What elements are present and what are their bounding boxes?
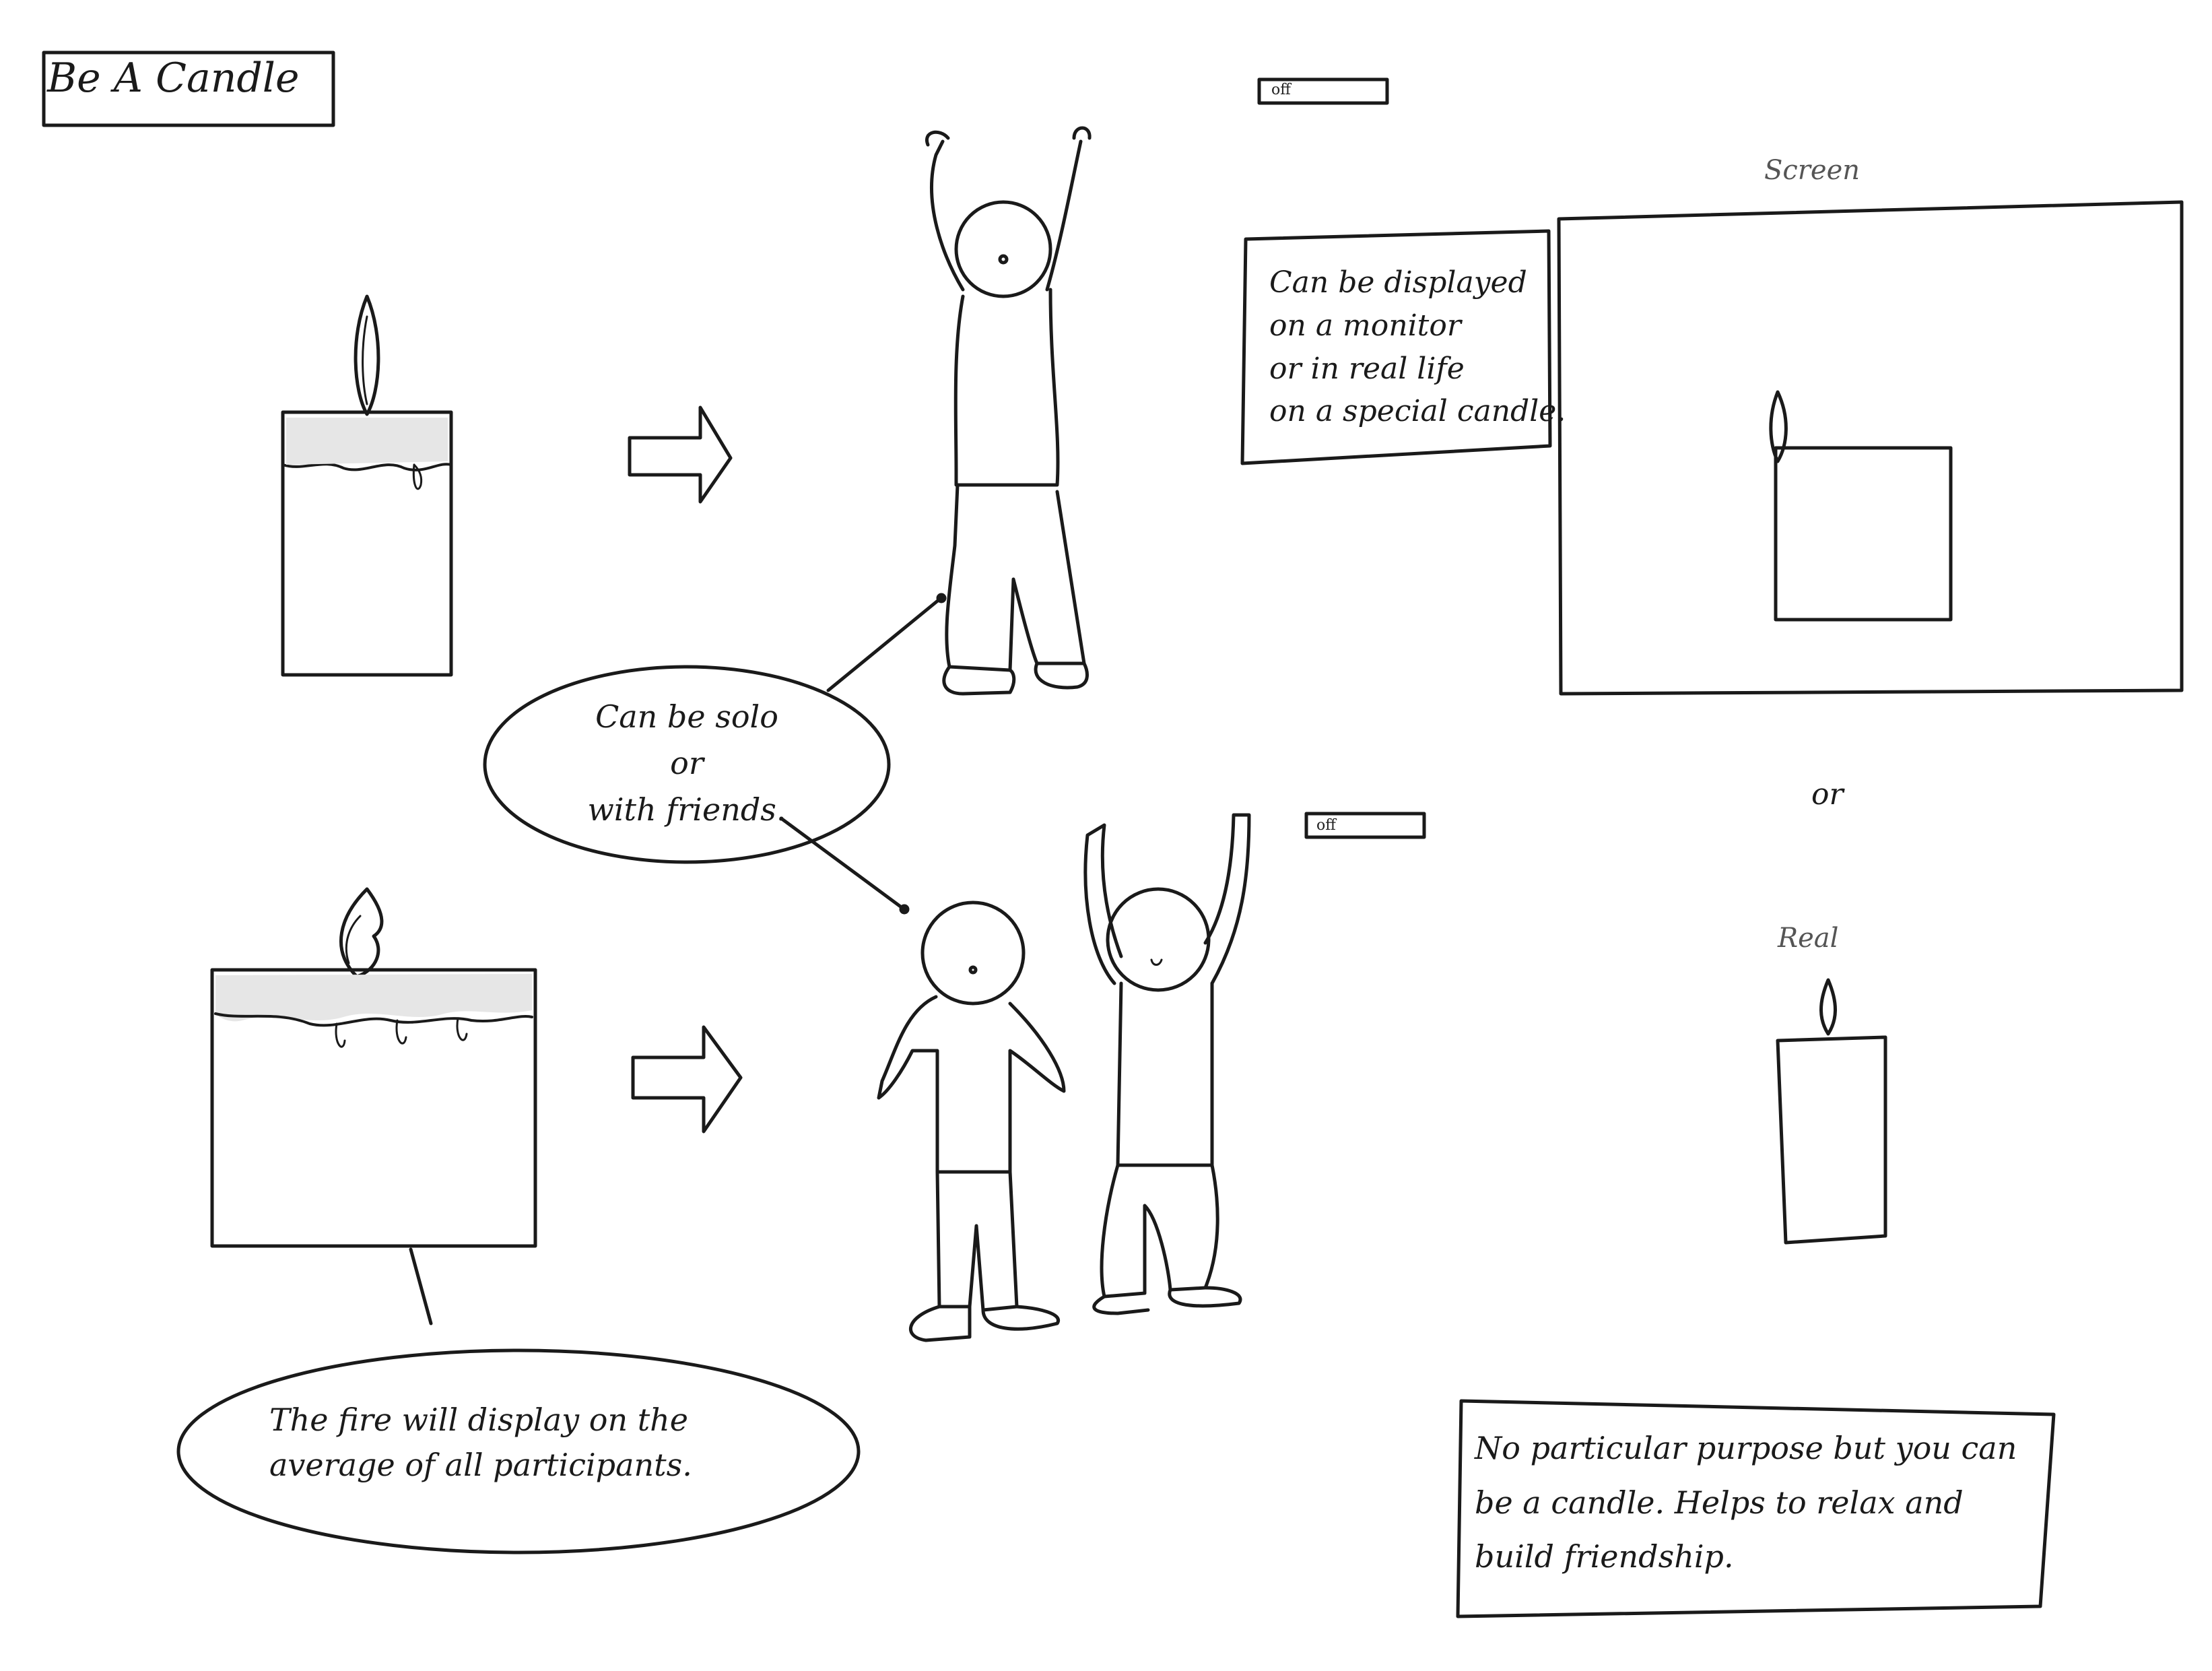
screen-monitor xyxy=(1557,200,2184,696)
arrow-bottom xyxy=(631,1025,743,1134)
arrow-top xyxy=(628,405,733,504)
fire-note: The fire will display on the average of … xyxy=(269,1402,692,1483)
purpose-note: No particular purpose but you can be a c… xyxy=(1475,1430,2017,1575)
real-label: Real xyxy=(1778,923,1839,954)
friend-left xyxy=(877,900,1066,1342)
purpose-note-box xyxy=(1456,1399,2056,1618)
big-candle xyxy=(210,887,537,1325)
screen-label: Screen xyxy=(1764,155,1861,186)
switch-bottom-label: off xyxy=(1316,817,1336,834)
switch-top xyxy=(1257,77,1389,105)
page-title: Be A Candle xyxy=(47,55,300,102)
switch-top-label: off xyxy=(1271,81,1291,98)
solo-note: Can be solo or with friends. xyxy=(587,698,786,828)
small-candle xyxy=(281,294,453,677)
title-box xyxy=(42,51,335,127)
fire-bubble xyxy=(176,1348,861,1554)
solo-bubble xyxy=(483,593,947,915)
friend-right xyxy=(1083,813,1251,1315)
or-label: or xyxy=(1811,777,1844,812)
solo-person xyxy=(925,126,1092,696)
switch-bottom xyxy=(1304,812,1426,839)
real-candle xyxy=(1776,978,1887,1245)
display-note: Can be displayed on a monitor or in real… xyxy=(1269,265,1566,429)
display-note-box xyxy=(1240,229,1552,465)
